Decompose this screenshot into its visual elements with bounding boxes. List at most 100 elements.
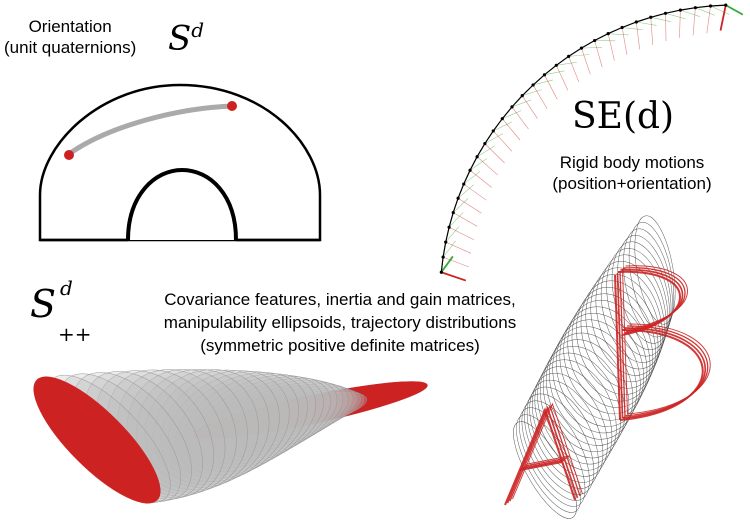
rigid-body-title: Rigid body motions <box>559 153 705 172</box>
trajectory-point <box>593 38 597 43</box>
frame-axis-red <box>493 130 513 152</box>
frame-axis-red <box>502 118 521 141</box>
sphere-superscript: d <box>191 18 205 42</box>
trajectory-point <box>491 129 495 133</box>
trajectory-point <box>451 211 455 215</box>
trajectory-point <box>500 117 504 121</box>
trajectory-point <box>693 6 698 10</box>
trajectory-point <box>447 225 451 229</box>
tube-ellipse <box>207 379 344 457</box>
frame-axis-red <box>719 4 727 31</box>
tube-ellipse <box>213 381 349 453</box>
orientation-label: Orientation (unit quaternions) <box>4 16 136 58</box>
frame-axis-green <box>650 16 671 23</box>
spd-line-3: (symmetric positive definite matrices) <box>200 336 480 355</box>
trajectory-point <box>678 8 682 12</box>
trajectory-ellipse <box>521 400 590 501</box>
trajectory-point <box>468 168 472 172</box>
frame-axis-green <box>608 33 629 36</box>
ellipsoid-letters <box>504 215 711 519</box>
tube-ellipse <box>144 369 270 488</box>
frame-axis-red <box>476 156 499 176</box>
frame-axis-green <box>725 4 744 16</box>
frame-axis-green <box>710 5 730 15</box>
letter-b-stroke <box>622 327 707 419</box>
frame-axis-green <box>442 240 456 258</box>
frame-axis-green <box>484 133 504 144</box>
trajectory-point <box>444 240 448 244</box>
letter-b-stroke <box>624 325 709 417</box>
frame-axis-red <box>443 256 470 268</box>
frame-axis-green <box>665 13 686 20</box>
frame-axis-green <box>522 89 543 96</box>
trajectory-point <box>520 94 524 98</box>
frame-axis-red <box>457 197 482 214</box>
frame-axis-green <box>457 184 474 199</box>
trajectory-ellipse <box>595 261 665 370</box>
trajectory-ellipse <box>549 332 634 440</box>
frame-axis-red <box>581 48 591 75</box>
frame-axis-red <box>679 10 681 38</box>
frame-axis-green <box>556 62 577 66</box>
frame-axis-red <box>445 241 472 254</box>
spd-subscript: ++ <box>58 322 92 346</box>
trajectory-ellipse <box>552 326 637 434</box>
trajectory-ellipse <box>534 366 613 471</box>
spd-symbol: S d ++ <box>30 276 92 346</box>
trajectory-point <box>567 54 571 58</box>
frame-axis-green <box>469 158 488 171</box>
trajectory-curve <box>440 4 726 273</box>
trajectory-ellipse <box>571 293 654 402</box>
trajectory-point <box>510 105 514 109</box>
tube-ellipse <box>224 385 358 444</box>
frame-axis-red <box>484 143 505 164</box>
frame-axis-green <box>440 255 454 273</box>
frame-axis-green <box>532 79 554 86</box>
geodesic-curve <box>66 103 235 157</box>
tube-end-ellipse <box>33 376 161 504</box>
trajectory-ellipse <box>563 306 648 415</box>
frame-axis-green <box>695 7 715 16</box>
spd-label: Covariance features, inertia and gain ma… <box>120 288 560 357</box>
trajectory-point <box>620 25 624 30</box>
frame-axis-green <box>493 121 512 132</box>
frame-axis-green <box>581 46 603 49</box>
trajectory-ellipse <box>537 359 617 465</box>
frame-axis-green <box>445 226 460 243</box>
frame-axis-red <box>453 212 478 227</box>
tube-ellipse <box>194 376 331 465</box>
frame-axis-red <box>692 7 696 36</box>
trajectory-point <box>724 3 728 7</box>
trajectory-point <box>554 63 558 67</box>
trajectory-point <box>606 32 610 36</box>
frame-axis-red <box>650 17 654 45</box>
letter-a-stroke <box>522 459 565 469</box>
se-symbol: SE(d) <box>572 96 675 137</box>
spd-line-2: manipulability ellipsoids, trajectory di… <box>163 313 517 332</box>
spd-tube <box>33 369 428 504</box>
frame-axis-red <box>621 27 628 55</box>
trajectory-point <box>531 83 535 87</box>
letter-b-stroke <box>616 272 624 419</box>
trajectory-ellipse <box>600 254 667 363</box>
spd-line-1: Covariance features, inertia and gain ma… <box>164 290 516 309</box>
trajectory-ellipse <box>611 241 670 351</box>
frame-axis-red <box>544 74 558 100</box>
end-point <box>227 101 237 111</box>
trajectory-point <box>441 255 445 259</box>
trajectory-ellipse <box>634 215 676 325</box>
trajectory-point <box>634 20 638 24</box>
frame-axis-red <box>521 95 538 119</box>
letter-b-stroke <box>619 270 626 417</box>
trajectory-point <box>542 73 547 77</box>
letter-a-stroke <box>519 461 563 471</box>
frame-axis-red <box>441 271 467 282</box>
frame-axis-green <box>636 21 657 26</box>
tube-ellipse <box>168 371 299 479</box>
start-point <box>64 150 74 160</box>
tube-ellipse <box>152 369 280 485</box>
letter-b-stroke <box>622 267 686 332</box>
trajectory-ellipse <box>540 352 621 459</box>
frame-axis-red <box>706 5 711 34</box>
